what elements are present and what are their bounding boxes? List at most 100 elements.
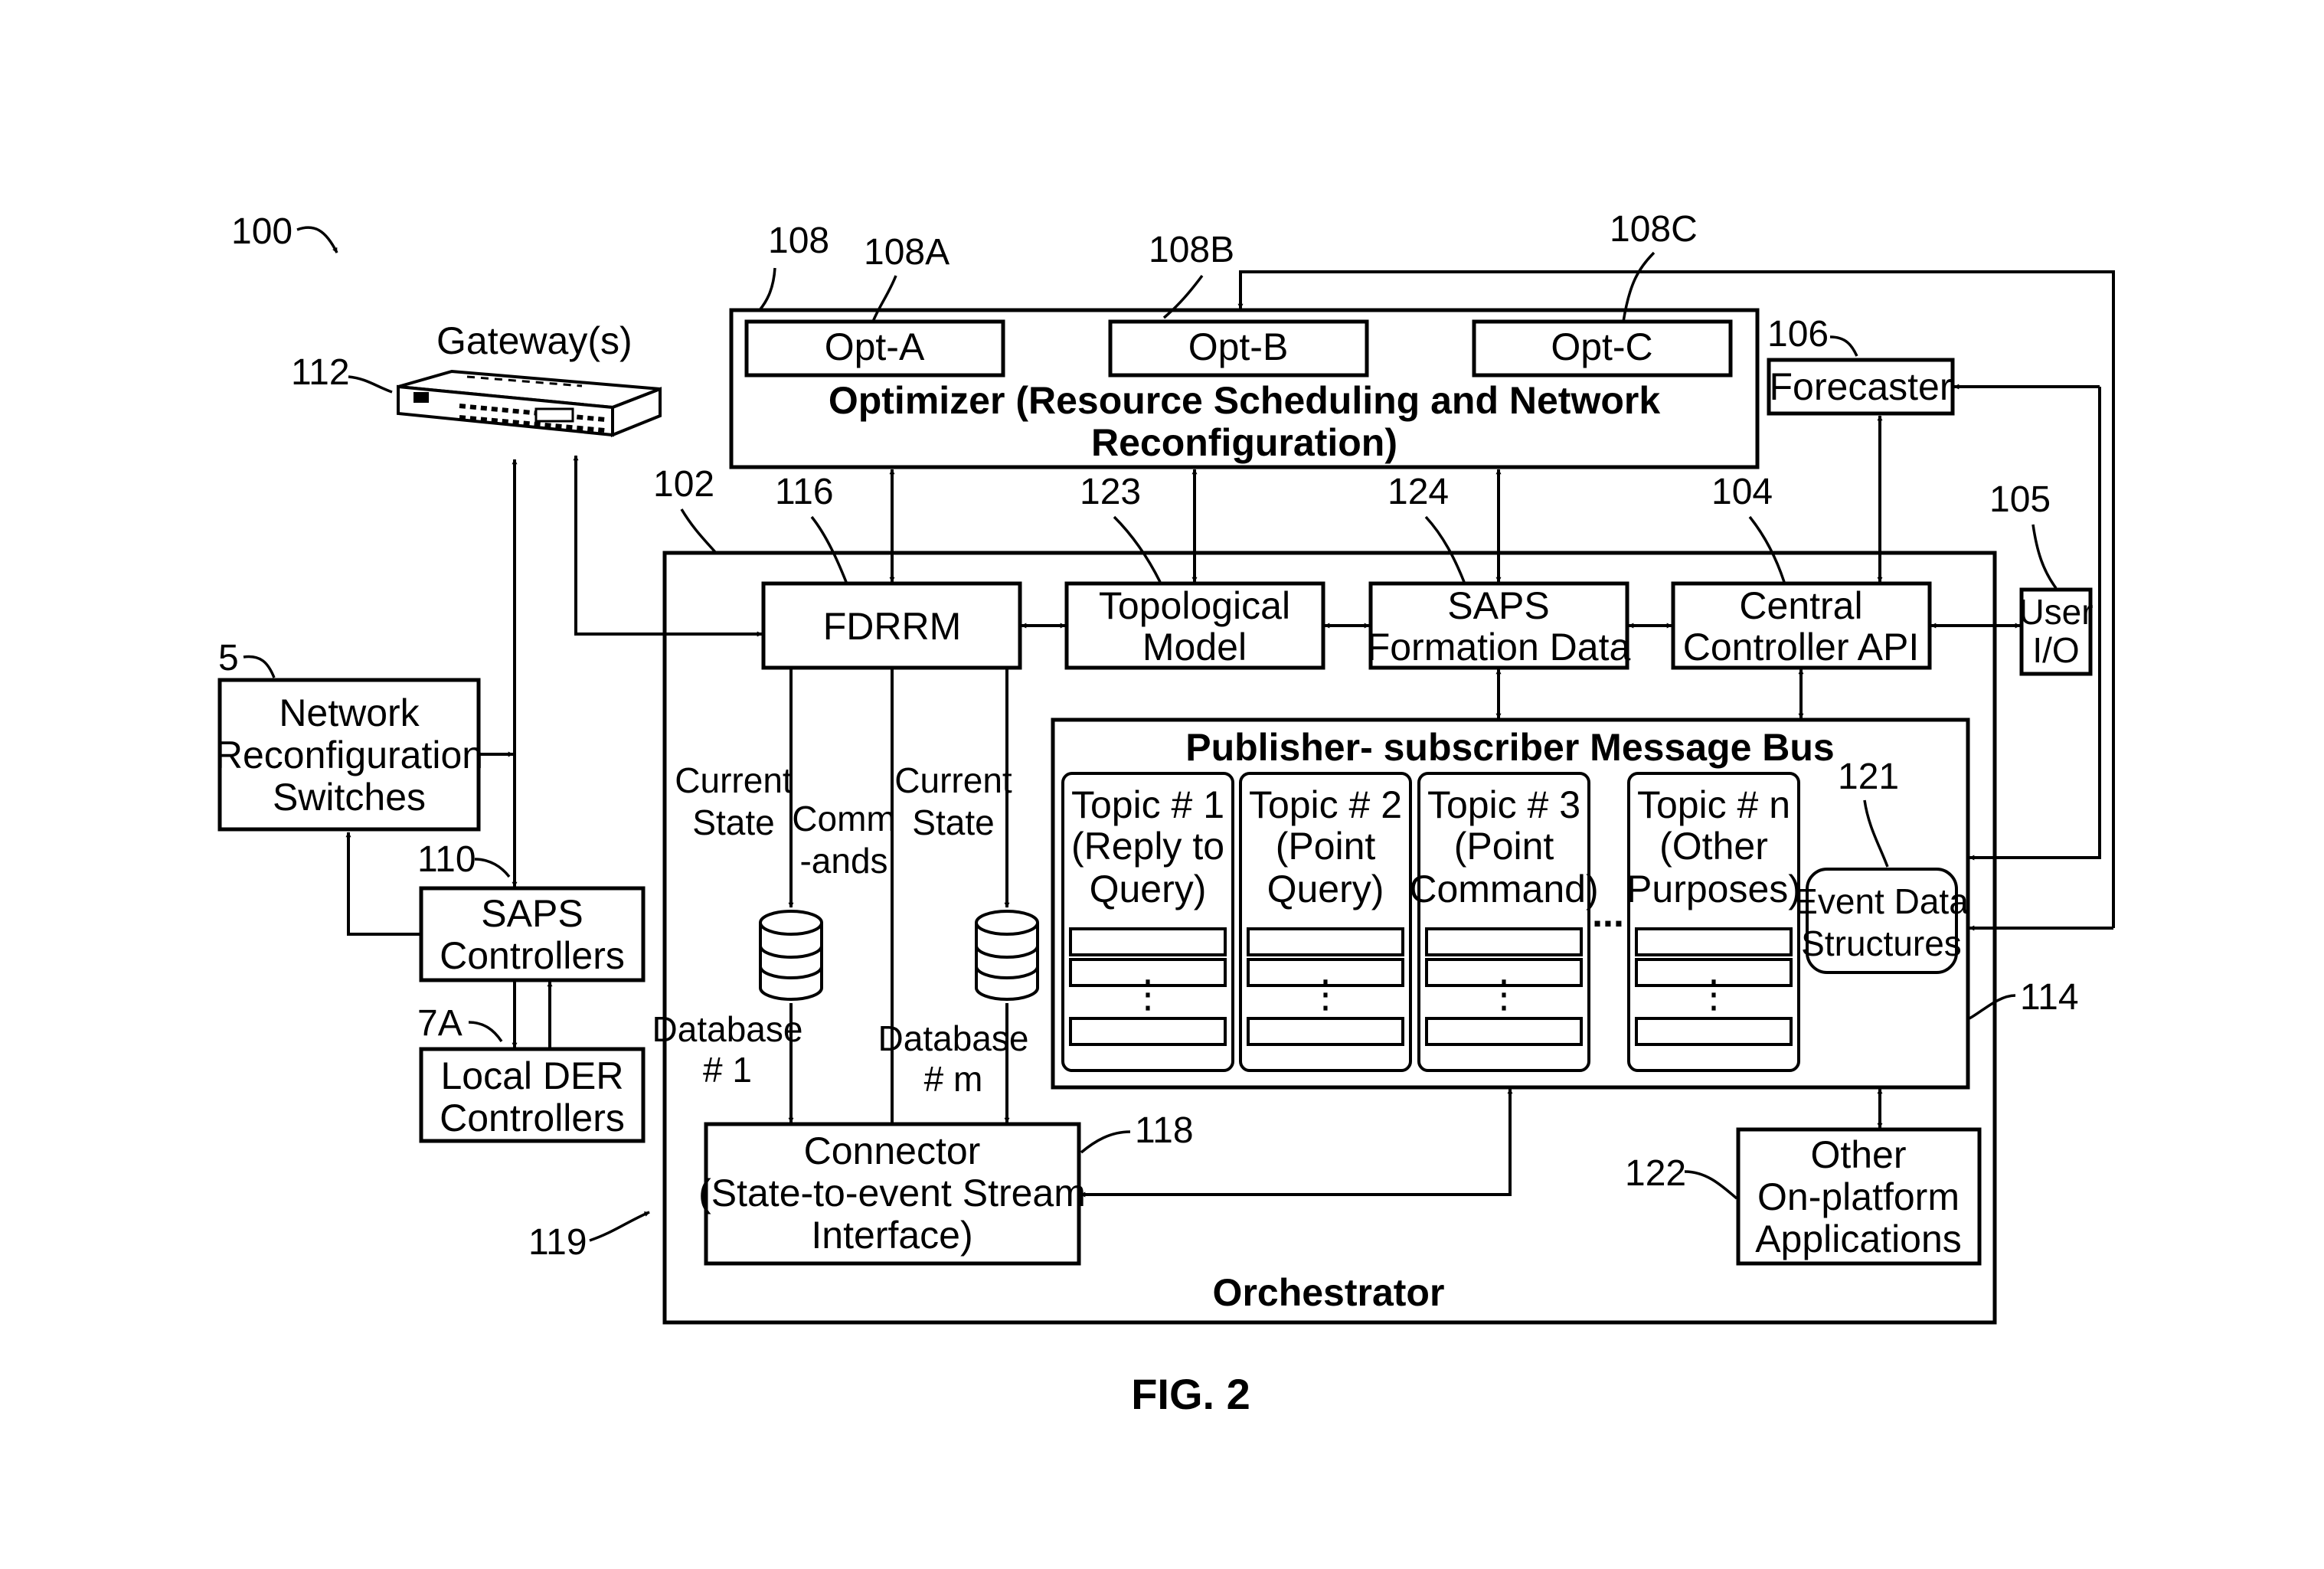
current-state-1-line2: State [692, 802, 774, 842]
topic-n-box [1627, 772, 1800, 1072]
optimizer-title-line2: Reconfiguration) [1091, 421, 1397, 464]
feedback-to-bus-link [1969, 387, 2101, 861]
topological-model-ref-leader [1113, 515, 1162, 583]
message-bus-title: Publisher- subscriber Message Bus [1185, 726, 1835, 769]
gateway: Gateway(s) 112 [291, 319, 662, 437]
topic-3-slot [1425, 1017, 1583, 1046]
fdrrm-ref: 116 [775, 472, 834, 512]
message-bus-box [1051, 717, 1970, 1090]
optimizer: 108 Opt-A 108A Opt-B 108B Opt-C 108C Opt… [729, 209, 1760, 469]
database-1-icon [759, 910, 823, 1001]
other-apps-line3: Applications [1755, 1218, 1962, 1260]
topic-1-line3: Query) [1090, 868, 1207, 910]
event-data-structures: Event Data Structures 121 [1794, 757, 1969, 974]
saps-controllers-line1: SAPS [481, 892, 583, 935]
saps-formation-ref: 124 [1388, 472, 1449, 512]
database-m-line1: Database [878, 1018, 1029, 1058]
orchestrator-outer-ref: 119 [528, 1222, 587, 1263]
forecaster-ref-leader [1829, 335, 1858, 357]
saps-controllers-line2: Controllers [440, 934, 625, 977]
network-switches-ref-leader [243, 655, 276, 678]
topic-3: Topic # 3 (Point Command) ⋮ [1409, 772, 1599, 1072]
other-apps-ref: 122 [1625, 1153, 1686, 1194]
central-api-line2: Controller API [1683, 626, 1919, 668]
user-io-line1: User [2018, 592, 2093, 632]
topic-2-slot [1247, 958, 1404, 987]
orchestrator-box [662, 551, 1997, 1325]
svg-text:⋮: ⋮ [1129, 972, 1167, 1015]
saps-controllers-ref-leader [474, 858, 511, 878]
connector-line1: Connector [804, 1129, 981, 1172]
topic-1-line2: (Reply to [1071, 825, 1224, 868]
topological-model: Topological Model 123 [1064, 472, 1325, 670]
topic-n: Topic # n (Other Purposes) ⋮ [1626, 772, 1801, 1072]
central-api-ref: 104 [1711, 472, 1773, 512]
user-io-line2: I/O [2032, 630, 2079, 670]
fdrrm-box [761, 581, 1022, 670]
orchestrator-outer-ref-leader [589, 1211, 650, 1242]
event-data-line1: Event Data [1794, 881, 1969, 921]
event-data-ref-leader [1863, 799, 1889, 868]
local-der-ref-leader [468, 1021, 503, 1042]
topic-3-slot [1425, 958, 1583, 987]
topological-model-line1: Topological [1099, 584, 1290, 627]
other-apps-line1: Other [1810, 1133, 1906, 1176]
topic-2-line3: Query) [1267, 868, 1384, 910]
other-apps-ref-leader [1684, 1170, 1738, 1200]
figure-caption: FIG. 2 [1131, 1370, 1250, 1418]
topic-1-line1: Topic # 1 [1071, 783, 1224, 826]
network-switches: Network Reconfiguration Switches 5 [215, 638, 483, 832]
event-data-ref: 121 [1838, 757, 1899, 797]
figure-ref-100: 100 [231, 211, 338, 253]
event-data-box [1806, 868, 1958, 974]
central-controller-api: Central Controller API 104 [1671, 472, 1932, 670]
opt-a-ref: 108A [864, 232, 950, 273]
topic-2-line1: Topic # 2 [1249, 783, 1402, 826]
forecaster-label: Forecaster [1770, 365, 1953, 408]
topic-n-slot [1635, 1017, 1793, 1046]
connector-ref-leader [1080, 1130, 1131, 1154]
figure-number: 100 [231, 211, 293, 252]
network-switches-line1: Network [279, 691, 420, 734]
saps-formation-data: SAPS Formation Data 124 [1367, 472, 1631, 670]
orchestrator-ref-leader [680, 508, 717, 554]
topic-3-line2: (Point [1454, 825, 1554, 868]
fdrrm: FDRRM 116 [761, 472, 1022, 670]
topic-1-slot [1069, 1017, 1227, 1046]
topic-3-slot [1425, 927, 1583, 956]
topic-n-slot [1635, 927, 1793, 956]
connector-line2: (State-to-event Stream [698, 1172, 1086, 1214]
topic-2-line2: (Point [1276, 825, 1376, 868]
event-data-line2: Structures [1801, 923, 1962, 963]
commands-line2: -ands [799, 841, 887, 881]
gateway-ref-leader [348, 375, 393, 394]
commands-line1: Comm [792, 799, 895, 838]
message-bus-ref-leader [1969, 994, 2016, 1020]
database-1-line2: # 1 [703, 1050, 752, 1090]
saps-formation-line1: SAPS [1447, 584, 1549, 627]
connector-ref: 118 [1135, 1110, 1194, 1151]
local-der-line1: Local DER [441, 1054, 624, 1097]
database-1: Database # 1 [652, 910, 823, 1090]
opt-b-ref-leader [1162, 274, 1204, 319]
connector-box [704, 1122, 1081, 1266]
topic-n-line3: Purposes) [1626, 868, 1801, 910]
topological-model-ref: 123 [1080, 472, 1141, 512]
forecaster-box [1767, 358, 1955, 416]
database-m-line2: # m [924, 1059, 983, 1099]
topological-model-line2: Model [1142, 626, 1247, 668]
svg-text:⋮: ⋮ [1485, 972, 1523, 1015]
saps-formation-line2: Formation Data [1367, 626, 1631, 668]
forecaster-ref: 106 [1767, 314, 1829, 355]
database-m-icon [975, 910, 1039, 1001]
topics-ellipsis: ... [1592, 892, 1624, 935]
opt-a-ref-leader [871, 275, 897, 322]
opt-c-ref-leader [1622, 251, 1656, 322]
topic-3-line1: Topic # 3 [1427, 783, 1580, 826]
connection-lines [345, 270, 2115, 1198]
orchestrator-ref: 102 [653, 464, 714, 505]
topic-n-line1: Topic # n [1637, 783, 1790, 826]
opt-c-label: Opt-C [1551, 325, 1652, 368]
saps-to-switches-link [345, 832, 421, 936]
